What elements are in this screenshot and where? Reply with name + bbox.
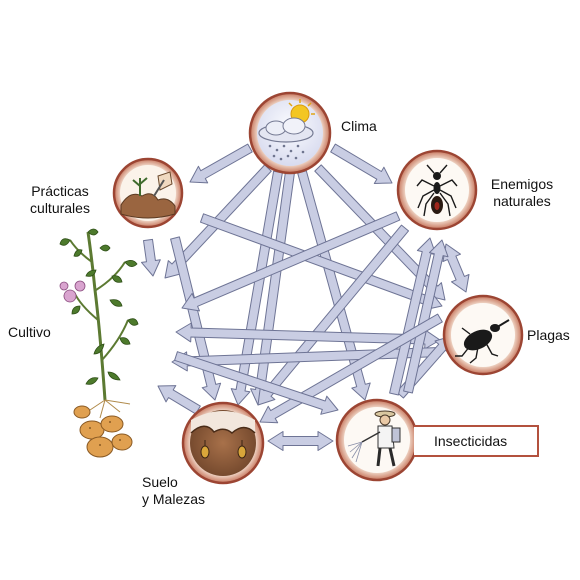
- enemigos-label: Enemigos naturales: [486, 176, 558, 210]
- cultivo-label: Cultivo: [8, 324, 51, 340]
- plagas-label: Plagas: [527, 327, 570, 343]
- arrow-enemigos-cultivo: [181, 211, 401, 312]
- practicas-label-line2: culturales: [30, 200, 90, 216]
- arrow-insecticidas-enemigos: [389, 237, 437, 396]
- ant-icon: [405, 158, 469, 222]
- suelo-label-line1: Suelo: [142, 474, 178, 490]
- plagas-node: [442, 294, 524, 376]
- arrow-practicas-cultivo: [141, 238, 161, 277]
- arrow-clima-insecticidas: [297, 170, 371, 401]
- hand-planting-icon: [120, 165, 176, 221]
- weevil-icon: [451, 303, 515, 367]
- practicas-label: Prácticas culturales: [22, 183, 98, 217]
- practicas-label-line1: Prácticas: [31, 183, 89, 199]
- enemigos-node: [396, 149, 478, 231]
- potato-plant-icon: [59, 228, 139, 458]
- sprayer-man-icon: [344, 407, 410, 473]
- arrow-clima-enemigos: [330, 143, 393, 184]
- soil-seeds-icon: [190, 410, 256, 476]
- arrow-suelo-cultivo: [157, 385, 201, 415]
- suelo-label-line2: y Malezas: [142, 491, 206, 507]
- arrow-clima-suelo-a: [230, 170, 283, 406]
- practicas-node: [112, 157, 184, 229]
- arrow-enemigos-plagas: [442, 243, 470, 293]
- suelo-node: [181, 401, 265, 485]
- arrow-suelo-insecticidas: [267, 431, 334, 451]
- arrow-practicas-suelo: [170, 236, 222, 401]
- clima-node: [248, 91, 332, 175]
- arrows-layer: [141, 143, 470, 451]
- sun-cloud-rain-icon: [257, 99, 323, 166]
- insecticidas-label: Insecticidas: [434, 433, 508, 449]
- insecticidas-node: [335, 398, 419, 482]
- arrow-clima-practicas: [189, 143, 253, 184]
- suelo-label: Suelo y Malezas: [142, 474, 205, 508]
- arrow-cultivo-insecticidas: [174, 351, 339, 415]
- enemigos-label-line1: Enemigos: [490, 176, 554, 192]
- clima-label: Clima: [341, 118, 377, 134]
- insecticidas-label-box: Insecticidas: [414, 425, 539, 457]
- arrow-insecticidas-enemigos-b: [403, 239, 449, 394]
- enemigos-label-line2: naturales: [493, 193, 551, 209]
